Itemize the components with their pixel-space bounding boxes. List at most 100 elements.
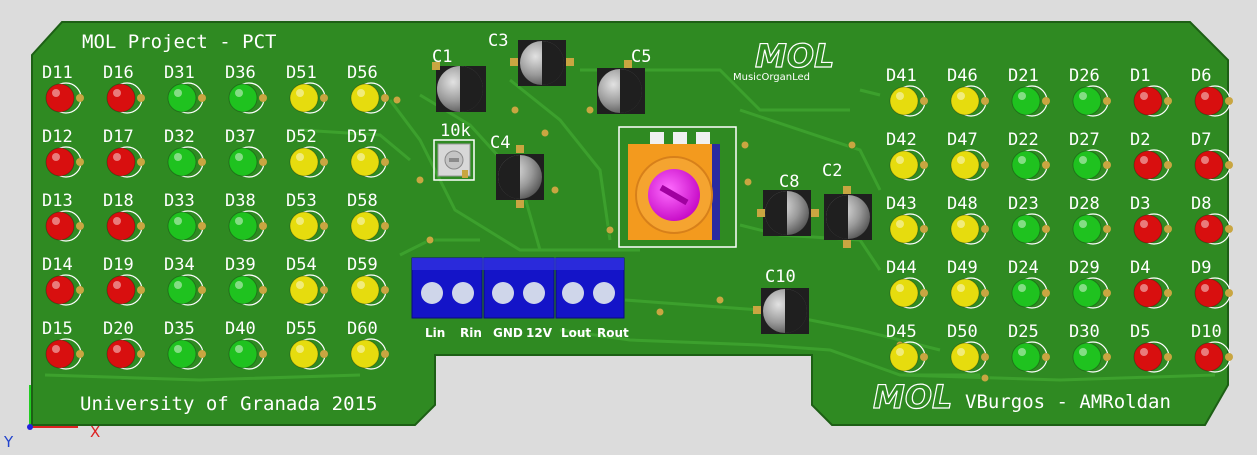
capacitor-c3-label: C3 bbox=[488, 31, 508, 51]
led-label: D47 bbox=[947, 130, 978, 150]
led-d27: D27 bbox=[1069, 130, 1111, 181]
led-d3: D3 bbox=[1130, 194, 1172, 245]
led-label: D43 bbox=[886, 194, 917, 214]
led-label: D45 bbox=[886, 322, 917, 342]
led-label: D29 bbox=[1069, 258, 1100, 278]
trimmer-10k-label: 10k bbox=[440, 121, 471, 141]
led-d49: D49 bbox=[947, 258, 989, 309]
led-label: D31 bbox=[164, 63, 195, 83]
led-d8: D8 bbox=[1191, 194, 1233, 245]
led-label: D17 bbox=[103, 127, 134, 147]
led-label: D14 bbox=[42, 255, 73, 275]
copper-traces bbox=[44, 68, 1216, 382]
led-d53: D53 bbox=[286, 191, 328, 242]
terminal-label-lout: Lout bbox=[561, 326, 591, 340]
led-d23: D23 bbox=[1008, 194, 1050, 245]
led-d24: D24 bbox=[1008, 258, 1050, 309]
led-label: D5 bbox=[1130, 322, 1150, 342]
led-d30: D30 bbox=[1069, 322, 1111, 373]
capacitor-c8[interactable]: C8 bbox=[757, 172, 819, 236]
led-d15: D15 bbox=[42, 319, 84, 370]
led-label: D19 bbox=[103, 255, 134, 275]
led-d32: D32 bbox=[164, 127, 206, 178]
led-label: D55 bbox=[286, 319, 317, 339]
capacitor-c8-label: C8 bbox=[779, 172, 799, 192]
led-d22: D22 bbox=[1008, 130, 1050, 181]
led-label: D16 bbox=[103, 63, 134, 83]
led-d11: D11 bbox=[42, 63, 84, 114]
led-label: D4 bbox=[1130, 258, 1150, 278]
volume-potentiometer[interactable] bbox=[618, 126, 737, 248]
led-d26: D26 bbox=[1069, 66, 1111, 117]
board-title: MOL Project - PCT bbox=[82, 31, 276, 53]
led-d16: D16 bbox=[103, 63, 145, 114]
screw-terminal-block[interactable] bbox=[411, 257, 625, 319]
led-d18: D18 bbox=[103, 191, 145, 242]
led-d46: D46 bbox=[947, 66, 989, 117]
capacitor-c1-label: C1 bbox=[432, 47, 452, 67]
led-label: D32 bbox=[164, 127, 195, 147]
led-label: D56 bbox=[347, 63, 378, 83]
led-label: D3 bbox=[1130, 194, 1150, 214]
led-label: D7 bbox=[1191, 130, 1211, 150]
led-label: D58 bbox=[347, 191, 378, 211]
led-label: D9 bbox=[1191, 258, 1211, 278]
led-d9: D9 bbox=[1191, 258, 1233, 309]
led-d1: D1 bbox=[1130, 66, 1172, 117]
led-label: D41 bbox=[886, 66, 917, 86]
led-label: D18 bbox=[103, 191, 134, 211]
led-label: D22 bbox=[1008, 130, 1039, 150]
led-d25: D25 bbox=[1008, 322, 1050, 373]
vias bbox=[392, 95, 990, 383]
led-label: D36 bbox=[225, 63, 256, 83]
led-label: D53 bbox=[286, 191, 317, 211]
led-label: D11 bbox=[42, 63, 73, 83]
led-label: D39 bbox=[225, 255, 256, 275]
led-label: D50 bbox=[947, 322, 978, 342]
led-d60: D60 bbox=[347, 319, 389, 370]
led-label: D49 bbox=[947, 258, 978, 278]
led-label: D33 bbox=[164, 191, 195, 211]
led-d4: D4 bbox=[1130, 258, 1172, 309]
led-d58: D58 bbox=[347, 191, 389, 242]
led-d40: D40 bbox=[225, 319, 267, 370]
led-d38: D38 bbox=[225, 191, 267, 242]
led-label: D30 bbox=[1069, 322, 1100, 342]
led-label: D20 bbox=[103, 319, 134, 339]
led-label: D51 bbox=[286, 63, 317, 83]
mol-logo-bottom: MOL bbox=[873, 378, 952, 416]
capacitor-c3[interactable]: C3 bbox=[488, 31, 574, 86]
led-label: D15 bbox=[42, 319, 73, 339]
led-d19: D19 bbox=[103, 255, 145, 306]
led-d36: D36 bbox=[225, 63, 267, 114]
led-label: D54 bbox=[286, 255, 317, 275]
capacitor-c5[interactable]: C5 bbox=[597, 47, 651, 114]
led-label: D40 bbox=[225, 319, 256, 339]
led-label: D37 bbox=[225, 127, 256, 147]
led-d21: D21 bbox=[1008, 66, 1050, 117]
led-label: D35 bbox=[164, 319, 195, 339]
capacitor-c10-label: C10 bbox=[765, 267, 796, 287]
led-d37: D37 bbox=[225, 127, 267, 178]
capacitor-c2[interactable]: C2 bbox=[822, 161, 872, 248]
board-credits-authors: VBurgos - AMRoldan bbox=[965, 391, 1171, 413]
capacitor-c5-label: C5 bbox=[631, 47, 651, 67]
trimmer-10k[interactable]: 10k bbox=[433, 121, 475, 181]
led-label: D42 bbox=[886, 130, 917, 150]
led-d41: D41 bbox=[886, 66, 928, 117]
led-label: D60 bbox=[347, 319, 378, 339]
led-label: D59 bbox=[347, 255, 378, 275]
capacitor-c4-label: C4 bbox=[490, 133, 510, 153]
led-d50: D50 bbox=[947, 322, 989, 373]
capacitor-c4[interactable]: C4 bbox=[490, 133, 544, 208]
terminal-label-12v: 12V bbox=[526, 326, 553, 340]
led-d29: D29 bbox=[1069, 258, 1111, 309]
led-label: D26 bbox=[1069, 66, 1100, 86]
capacitor-c1[interactable]: C1 bbox=[432, 47, 486, 112]
terminal-label-rout: Rout bbox=[597, 326, 629, 340]
capacitor-c10[interactable]: C10 bbox=[753, 267, 809, 334]
led-d34: D34 bbox=[164, 255, 206, 306]
